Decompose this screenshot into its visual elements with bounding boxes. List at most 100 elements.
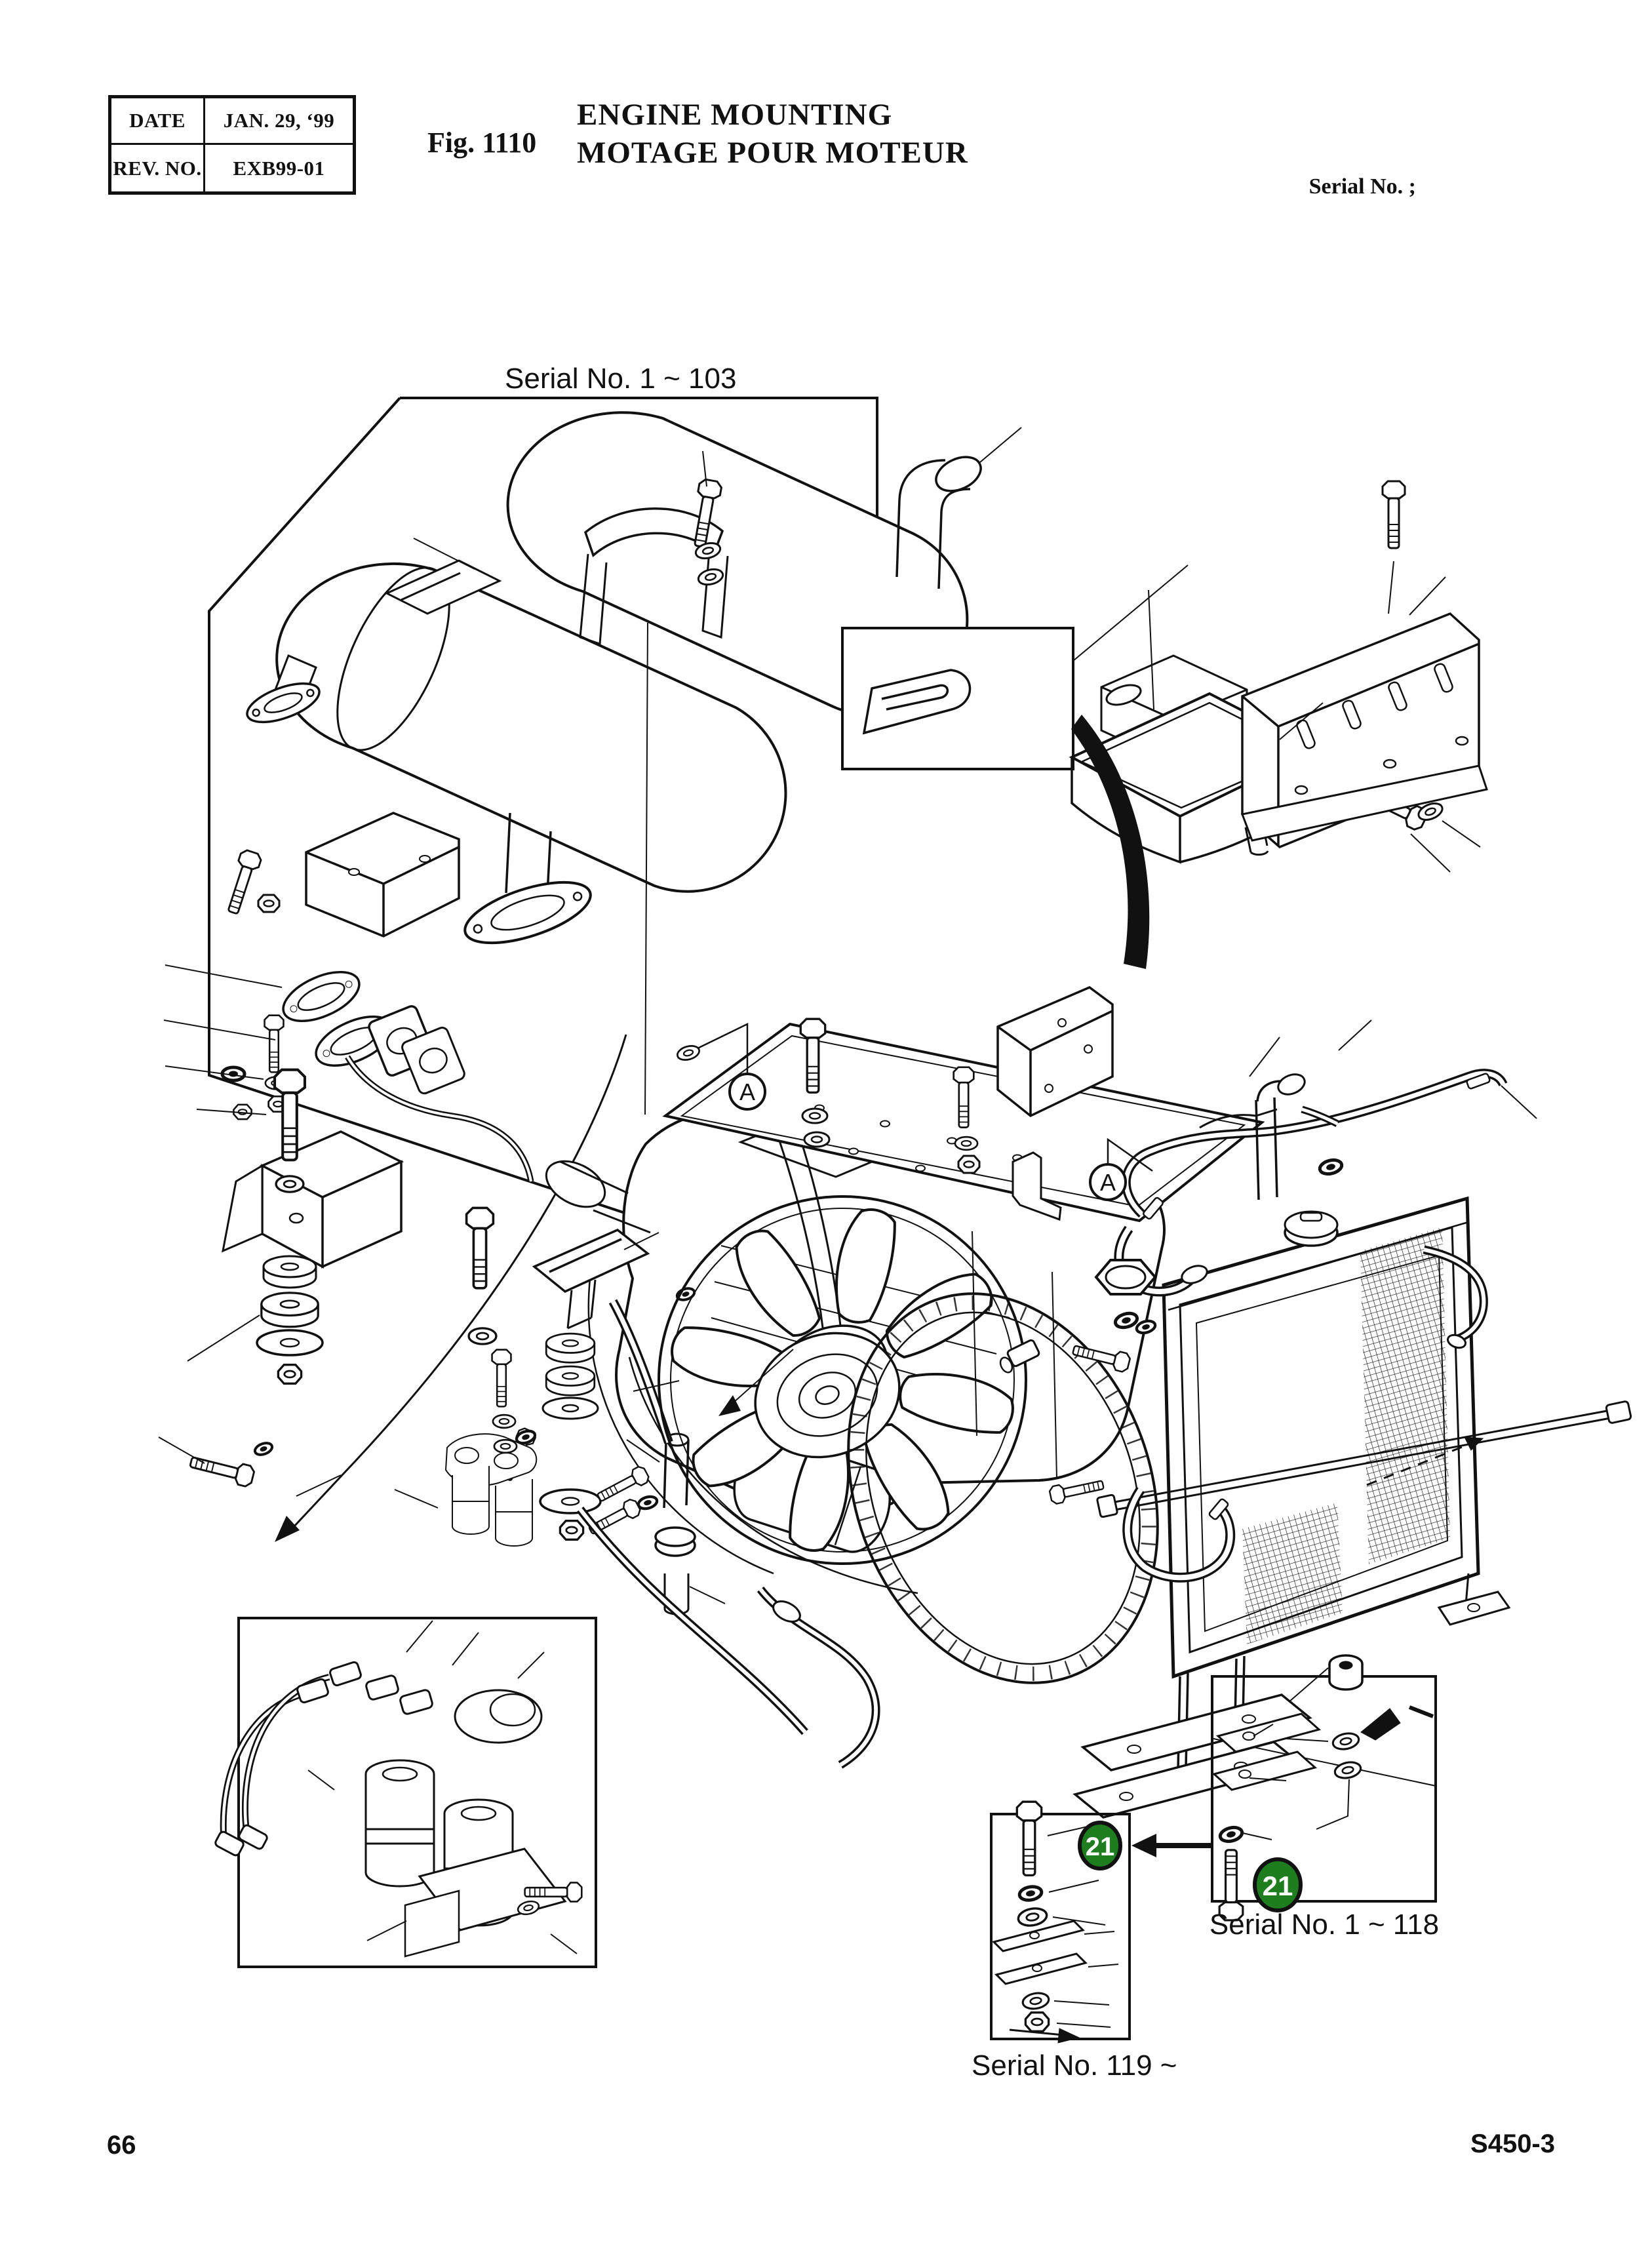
hose-fitting	[399, 1689, 433, 1715]
clip-detail-box	[841, 564, 1189, 770]
hose-clamp	[1143, 1196, 1164, 1220]
washer	[275, 1175, 305, 1193]
nut	[1024, 2011, 1050, 2032]
right-engine-bracket	[996, 985, 1114, 1118]
serial-119-label: Serial No. 119 ~	[972, 2049, 1177, 2082]
nut	[957, 1155, 981, 1174]
page-title: ENGINE MOUNTING MOTAGE POUR MOTEUR	[577, 96, 968, 172]
title-english: ENGINE MOUNTING	[577, 98, 893, 132]
mount-bracket-wall	[1240, 612, 1488, 849]
swoosh-arrow-icon	[1071, 715, 1150, 969]
washer	[954, 1136, 979, 1151]
muffler-left-outlet-flange	[463, 880, 592, 945]
muffler-right-elbow-pipe	[895, 459, 971, 589]
radiator-side-foot	[1437, 1573, 1511, 1626]
bolt	[491, 1349, 512, 1408]
radiator	[1048, 1196, 1632, 1819]
serial-119-box	[990, 1800, 1131, 2044]
lock-ring-nut	[1094, 1259, 1157, 1295]
serial-103-label: Serial No. 1 ~ 103	[505, 363, 736, 395]
svg-text:A: A	[1100, 1169, 1116, 1196]
washer	[1019, 1885, 1043, 1902]
doc-code: S450-3	[1470, 2129, 1555, 2158]
serial-note: Serial No. ;	[1308, 174, 1416, 199]
rev-label: REV. NO.	[111, 145, 205, 191]
bolt	[187, 1450, 256, 1489]
front-right-mount	[465, 1206, 696, 1541]
washer	[493, 1438, 518, 1454]
muffler-left-saddle-bracket	[384, 559, 502, 615]
detail-marker-a2: A	[1089, 1137, 1153, 1201]
fan-shroud-ring	[847, 1292, 1159, 1684]
muffler-left	[246, 559, 787, 945]
date-label: DATE	[111, 98, 205, 145]
inset-filter-head	[454, 1689, 543, 1744]
hose-clamp	[772, 1600, 801, 1623]
nut	[277, 1364, 303, 1385]
radiator-filler-cap	[1284, 1210, 1339, 1247]
front-left-mount	[187, 1070, 404, 1489]
arrowhead-icon	[1131, 1834, 1156, 1857]
muffler-left-inlet-flange	[246, 682, 321, 724]
washer	[492, 1414, 517, 1429]
muffler-right-strap	[583, 507, 724, 558]
bolt	[1381, 480, 1406, 549]
ring-hatching	[850, 1295, 1156, 1681]
hose-fitting	[238, 1824, 268, 1850]
radiator-hoses	[1070, 1069, 1508, 1583]
svg-text:21: 21	[1086, 1832, 1115, 1861]
hose-fitting	[214, 1830, 245, 1857]
stay-dashed-leader	[1366, 1441, 1474, 1486]
washer	[1330, 1730, 1362, 1753]
date-value: JAN. 29, ‘99	[205, 98, 353, 145]
bold-arrow-icon	[1360, 1708, 1401, 1741]
starter-motor	[545, 1160, 606, 1208]
hose-fitting	[296, 1678, 329, 1704]
mount-washer-plate	[256, 1329, 324, 1356]
svg-text:21: 21	[1263, 1870, 1293, 1901]
figure-number: Fig. 1110	[427, 127, 537, 159]
leader-arrowhead-icon	[718, 1395, 741, 1416]
rubber-mount	[260, 1292, 319, 1328]
fuel-filter-assembly	[444, 1433, 538, 1547]
serial-118-arrow	[1131, 1834, 1212, 1857]
rubber-mount	[545, 1365, 596, 1396]
bolt	[275, 1070, 305, 1160]
washer	[1332, 1758, 1364, 1782]
serial-118-label: Serial No. 1 ~ 118	[1210, 1908, 1439, 1941]
bolt	[222, 848, 264, 917]
washer	[1318, 1158, 1343, 1176]
washer	[803, 1131, 831, 1148]
ring-clamp-screw	[999, 1339, 1040, 1374]
part-badge-21-right: 21	[1253, 1857, 1303, 1912]
exhaust-manifold-parts	[222, 971, 534, 1182]
washer	[637, 1495, 658, 1511]
rev-value: EXB99-01	[233, 156, 325, 180]
washer	[253, 1441, 273, 1457]
washer	[801, 1107, 829, 1124]
hose-fitting	[329, 1661, 362, 1687]
bolt	[264, 1014, 285, 1073]
left-engine-bracket	[222, 812, 460, 938]
rubber-mount	[262, 1255, 317, 1289]
inset-pointer-line	[292, 1034, 627, 1529]
svg-text:A: A	[739, 1078, 755, 1105]
hose-clamp	[1466, 1073, 1491, 1090]
radiator-foot-plates	[1072, 1693, 1312, 1819]
leader-lines	[158, 427, 1537, 1604]
nut	[559, 1520, 585, 1541]
revision-table: DATE JAN. 29, ‘99 REV. NO. EXB99-01	[108, 95, 356, 195]
hose-fitting	[365, 1674, 399, 1701]
water-pipe-assembly	[576, 1299, 880, 1769]
radiator-core-mesh	[1360, 1227, 1450, 1564]
arrowhead-icon	[1057, 2028, 1080, 2044]
hanger-bracket	[1012, 1151, 1062, 1221]
washer	[675, 1042, 702, 1063]
muffler-right-elbow-opening	[935, 456, 982, 492]
washer	[467, 1327, 498, 1345]
radiator-stay-rod	[1048, 1400, 1632, 1518]
title-french: MOTAGE POUR MOTEUR	[577, 136, 968, 170]
washer	[1020, 1990, 1052, 2012]
bolt	[465, 1206, 495, 1290]
